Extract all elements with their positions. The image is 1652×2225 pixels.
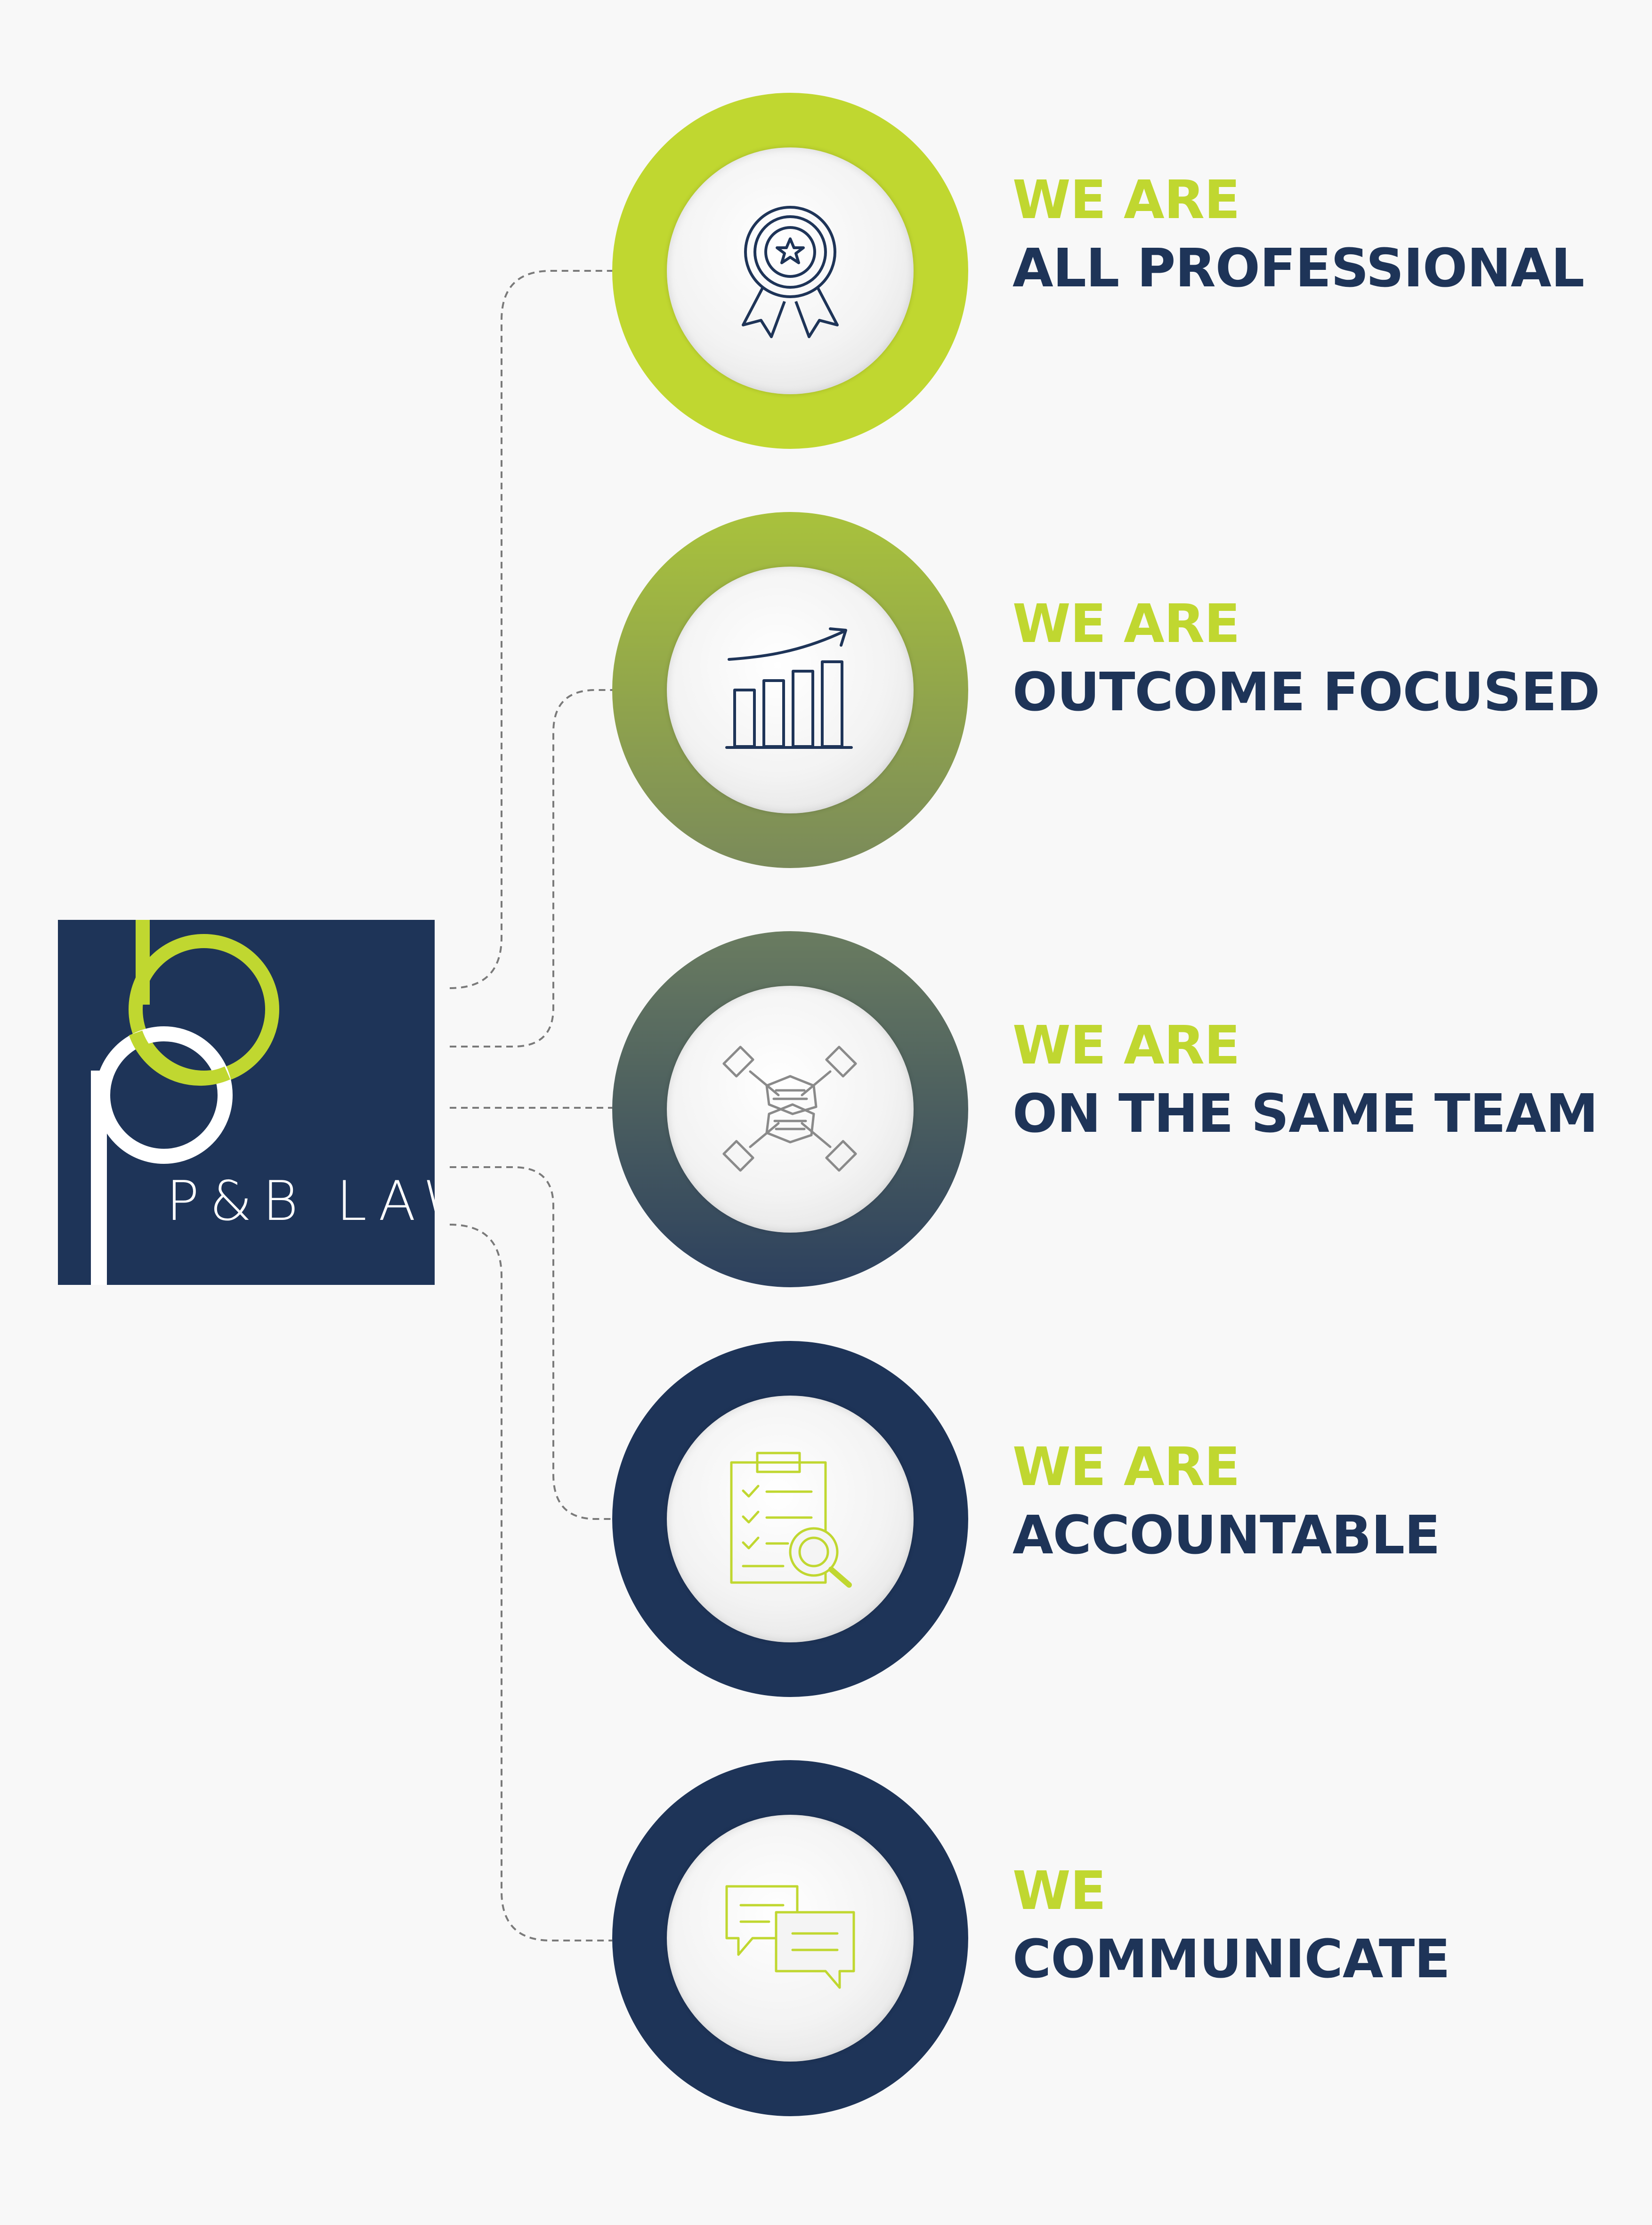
value-prefix: WE ARE bbox=[1012, 593, 1240, 655]
badge-outcome bbox=[612, 512, 968, 868]
value-title: ALL PROFESSIONAL bbox=[1012, 238, 1585, 299]
value-prefix: WE ARE bbox=[1012, 1015, 1240, 1076]
badge-inner bbox=[667, 567, 914, 813]
connector-2 bbox=[450, 689, 612, 1048]
logo-wordmark: P&B LAW bbox=[166, 1169, 435, 1233]
badge-inner bbox=[667, 1815, 914, 2062]
value-prefix: WE bbox=[1012, 1860, 1106, 1922]
badge-team bbox=[612, 931, 968, 1287]
connector-1 bbox=[449, 270, 612, 989]
value-title: ON THE SAME TEAM bbox=[1012, 1083, 1598, 1145]
value-title: ACCOUNTABLE bbox=[1012, 1505, 1441, 1566]
value-label-1: WE ARE ALL PROFESSIONAL bbox=[1012, 167, 1585, 304]
chat-bubbles-icon bbox=[725, 1885, 855, 1989]
badge-inner bbox=[667, 986, 914, 1233]
connector-4 bbox=[450, 1166, 612, 1520]
value-prefix: WE ARE bbox=[1012, 170, 1240, 231]
teamwork-hands-icon bbox=[722, 1046, 857, 1172]
badge-communicate bbox=[612, 1760, 968, 2116]
value-title: OUTCOME FOCUSED bbox=[1012, 662, 1600, 723]
badge-inner bbox=[667, 147, 914, 394]
value-label-5: WE COMMUNICATE bbox=[1012, 1858, 1450, 1995]
value-label-4: WE ARE ACCOUNTABLE bbox=[1012, 1434, 1441, 1571]
pb-law-logo: P&B LAW bbox=[58, 920, 435, 1285]
badge-professional bbox=[612, 93, 968, 449]
value-label-2: WE ARE OUTCOME FOCUSED bbox=[1012, 591, 1600, 728]
award-ribbon-icon bbox=[742, 206, 839, 338]
value-title: COMMUNICATE bbox=[1012, 1929, 1450, 1990]
badge-inner bbox=[667, 1396, 914, 1642]
clipboard-search-icon bbox=[730, 1452, 852, 1588]
value-label-3: WE ARE ON THE SAME TEAM bbox=[1012, 1013, 1598, 1149]
growth-chart-icon bbox=[725, 627, 853, 749]
badge-accountable bbox=[612, 1341, 968, 1697]
connector-5 bbox=[449, 1224, 612, 1941]
value-prefix: WE ARE bbox=[1012, 1437, 1240, 1498]
pb-monogram-icon bbox=[91, 920, 279, 1285]
